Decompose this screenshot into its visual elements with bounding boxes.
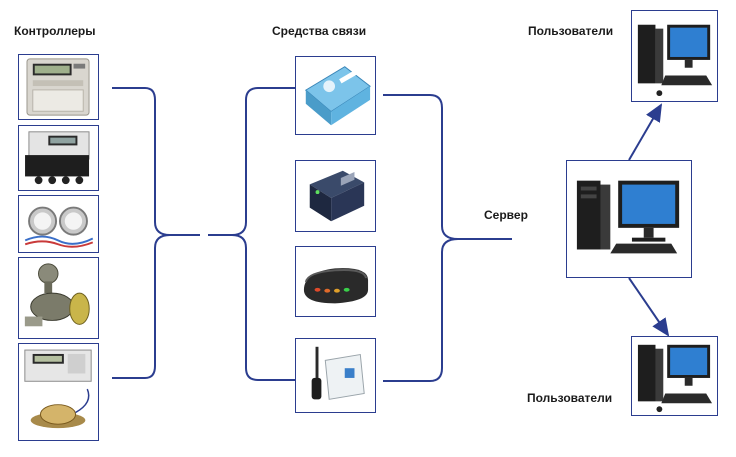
electricity-meter-icon bbox=[26, 58, 90, 116]
server-computer-icon bbox=[576, 180, 680, 254]
heat-calculator-icon bbox=[24, 349, 92, 429]
comm-rs485-converter bbox=[295, 56, 376, 135]
controllers-label: Контроллеры bbox=[14, 24, 96, 38]
comm-gsm-modem bbox=[295, 338, 376, 413]
server-node bbox=[566, 160, 692, 278]
controller-heat-calculator bbox=[18, 343, 99, 441]
user-computer-bottom bbox=[631, 336, 718, 416]
users-bottom-label: Пользователи bbox=[527, 391, 613, 405]
server-label: Сервер bbox=[484, 208, 528, 222]
modem-icon bbox=[303, 268, 369, 304]
user-top-computer-icon bbox=[637, 24, 713, 97]
rs485-converter-icon bbox=[304, 66, 371, 126]
water-meters-icon bbox=[24, 206, 94, 248]
controller-heat-meter bbox=[18, 125, 99, 191]
users-top-label: Пользователи bbox=[528, 24, 614, 38]
serial-server-icon bbox=[309, 170, 365, 222]
arrow-to-users-bottom bbox=[628, 277, 670, 337]
comm-modem bbox=[295, 246, 376, 317]
controllers-brace bbox=[112, 87, 200, 236]
communication-label: Средства связи bbox=[272, 24, 367, 38]
comm-serial-device-server bbox=[295, 160, 376, 232]
gsm-modem-icon bbox=[311, 346, 365, 400]
user-computer-top bbox=[631, 10, 718, 102]
heat-meter-icon bbox=[25, 131, 90, 185]
arrow-to-users-top bbox=[628, 103, 663, 161]
controller-electricity-meter bbox=[18, 54, 99, 120]
user-bottom-computer-icon bbox=[637, 344, 713, 413]
controller-water-meters bbox=[18, 195, 99, 253]
gas-flow-meter-icon bbox=[24, 263, 90, 327]
controller-gas-flow-meter bbox=[18, 257, 99, 339]
communication-brace-right bbox=[383, 94, 512, 240]
communication-brace-left bbox=[208, 87, 295, 236]
